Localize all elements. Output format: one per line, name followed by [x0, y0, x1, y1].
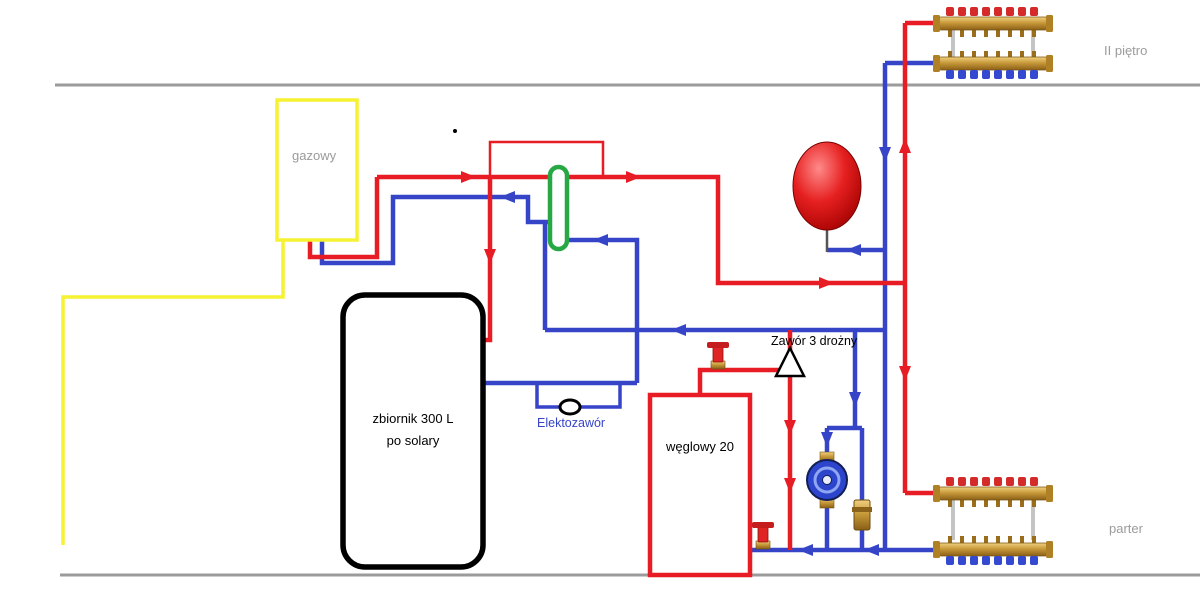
coal-boiler [647, 392, 753, 578]
flow-arrow [500, 191, 515, 203]
label-coal-boiler: węglowy 20 [666, 439, 734, 454]
supply-bypass-loop [488, 140, 605, 177]
flow-arrow [784, 478, 796, 493]
flow-arrow [846, 244, 861, 256]
label-tank-line2: po solary [386, 433, 440, 449]
flow-arrow [864, 544, 879, 556]
floor-lines [55, 83, 1200, 577]
safety-valve-icon [752, 522, 774, 550]
gas-pipe-segment [61, 240, 285, 545]
flow-arrow [798, 544, 813, 556]
label-storage-tank: zbiornik 300 L po solary [343, 408, 483, 452]
label-tank-line1: zbiornik 300 L [372, 411, 454, 426]
label-floor-ground: parter [1109, 521, 1143, 536]
stray-dot [453, 129, 457, 133]
flow-arrow [671, 324, 686, 336]
flow-arrow [784, 420, 796, 435]
label-floor-upper: II piętro [1104, 43, 1148, 58]
gas-boiler [275, 98, 359, 242]
supply-pipe-segment [307, 177, 380, 260]
flow-arrow [899, 138, 911, 153]
manifold-upper-floor [933, 7, 1053, 79]
flow-arrow [879, 147, 891, 162]
label-electrovalve: Elektozawór [537, 416, 606, 430]
flow-arrow [593, 234, 608, 246]
flow-arrow [461, 171, 476, 183]
flow-arrow [484, 249, 496, 264]
three-way-valve-icon [773, 345, 807, 378]
electrovalve-icon [558, 398, 582, 416]
flow-arrows-return [500, 147, 891, 556]
supply-pipe-segment [566, 174, 905, 286]
circulation-pump [806, 451, 848, 509]
check-valve-icon [852, 499, 872, 531]
hydraulic-separator [547, 164, 570, 252]
storage-tank [340, 292, 486, 570]
label-three-way-valve: Zawór 3 drożny [771, 334, 858, 348]
label-gas-boiler: gazowy [292, 148, 337, 163]
flow-arrows-supply [461, 138, 911, 493]
expansion-vessel [792, 141, 862, 252]
safety-valve-icon [707, 342, 729, 370]
return-pipe-segment [566, 237, 640, 383]
flow-arrow [849, 392, 861, 407]
flow-arrow [899, 366, 911, 381]
manifold-ground-floor [933, 477, 1053, 565]
coal-boiler-supply-pipe [697, 367, 790, 395]
return-pipe-segment [319, 194, 551, 266]
gas-pipe [61, 240, 285, 545]
flow-arrow [821, 432, 833, 447]
flow-arrow [819, 277, 834, 289]
flow-arrow [626, 171, 641, 183]
